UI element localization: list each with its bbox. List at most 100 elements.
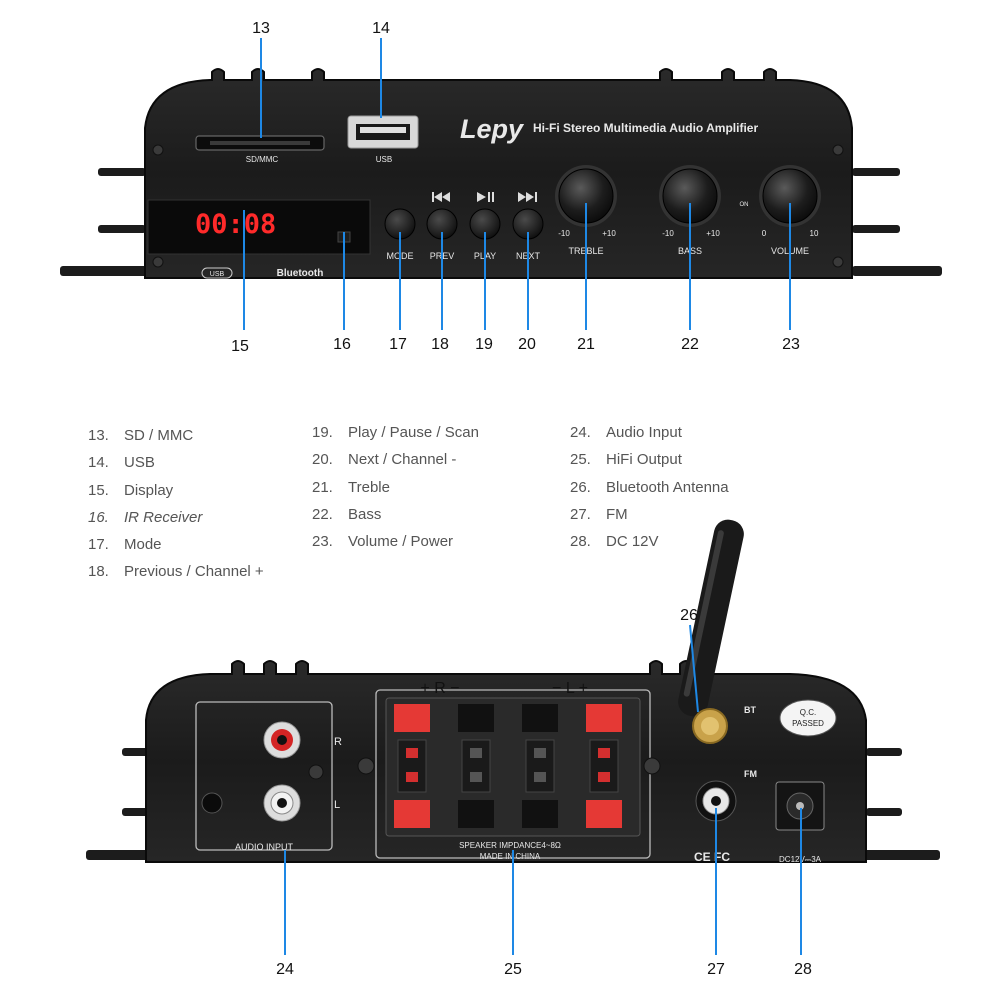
impedance-label: SPEAKER IMPDANCE4~8Ω	[459, 841, 561, 850]
antenna-highlight	[683, 530, 724, 697]
callout-26: 26	[680, 607, 698, 624]
legend-item: 28.DC 12V	[570, 528, 729, 555]
bt-label: BT	[744, 705, 756, 715]
legend-num: 21.	[312, 478, 333, 496]
legend-num: 18.	[88, 563, 109, 581]
back-panel: R L AUDIO INPUT + R − − L + SPEAKER IMPD…	[86, 519, 940, 864]
legend-item: 14. USB	[88, 449, 264, 476]
legend-text: Previous / Channel +	[124, 563, 264, 581]
usb-small-label: USB	[210, 271, 225, 278]
legend-text: IR Receiver	[124, 508, 203, 526]
usb-icon-outline	[201, 267, 233, 279]
legend-column-1: 13.SD / MMC 14.USB 15.Display 16.IR Rece…	[88, 422, 264, 586]
terminal-screw-right	[643, 757, 661, 775]
ce-fc-mark: CE FC	[694, 850, 730, 864]
speaker-terminal-block	[385, 697, 641, 837]
legend-text: Treble	[348, 478, 390, 496]
legend-text: HiFi Output	[606, 451, 682, 469]
legend-item: 26. Bluetooth Antenna	[570, 474, 729, 501]
speaker-clips	[394, 704, 622, 828]
legend-text: Bass	[348, 505, 382, 523]
terminal-r-polarity: + R −	[420, 680, 459, 697]
rca-l-center	[277, 798, 287, 808]
legend-text: SD / MMC	[124, 427, 194, 444]
callout-23: 23	[782, 336, 800, 353]
legend-num: 22.	[312, 505, 333, 523]
callout-14: 14	[372, 20, 390, 37]
legend-item: 19. Play / Pause / Scan	[312, 419, 479, 446]
audio-input-label: AUDIO INPUT	[235, 842, 294, 852]
back-side-fins	[86, 748, 940, 860]
qc-sticker	[779, 699, 837, 737]
audio-input-frame	[195, 701, 333, 851]
legend-num: 24.	[570, 424, 591, 441]
legend-item: 21. Treble	[312, 474, 479, 501]
next-icon	[518, 192, 537, 202]
legend-item: 24.Audio Input	[570, 419, 729, 446]
legend-text: DC 12V	[606, 533, 659, 551]
legend-num: 17.	[88, 536, 109, 554]
volume-on-label: ON	[740, 202, 749, 208]
usb-port-tongue	[360, 127, 406, 133]
fm-jack-center	[711, 796, 721, 806]
legend-item: 20.Next / Channel -	[312, 446, 479, 473]
callout-17: 17	[389, 336, 407, 353]
legend-num: 15.	[88, 481, 109, 499]
back-callout-numbers: 24 25 26 27 28	[276, 607, 812, 978]
legend-text: Play / Pause / Scan	[348, 424, 479, 441]
legend-num: 26.	[570, 478, 591, 496]
volume-min-label: 0	[762, 229, 767, 238]
legend-item: 25. HiFi Output	[570, 446, 729, 473]
prev-icon	[432, 192, 450, 202]
legend-num: 19.	[312, 424, 333, 441]
callout-21: 21	[577, 336, 595, 353]
play-pause-icon	[477, 192, 494, 202]
made-in-label: MADE IN CHINA	[480, 852, 541, 861]
legend-text: USB	[124, 454, 155, 472]
qc-passed-label: PASSED	[792, 719, 824, 728]
front-knobs: -10 +10 TREBLE -10 +10 BASS 0 10 VOLUME …	[555, 165, 821, 256]
bass-max-label: +10	[706, 229, 720, 238]
front-callout-lines	[243, 38, 791, 330]
volume-max-label: 10	[810, 229, 819, 238]
sd-label: SD/MMC	[246, 155, 279, 164]
callout-27: 27	[707, 961, 725, 978]
legend-num: 23.	[312, 533, 333, 551]
legend-column-2: 19. Play / Pause / Scan 20.Next / Channel…	[312, 419, 479, 555]
brand-subtitle: Hi-Fi Stereo Multimedia Audio Amplifier	[533, 121, 758, 135]
callout-28: 28	[794, 961, 812, 978]
callout-13: 13	[252, 20, 270, 37]
legend-item: 13.SD / MMC	[88, 422, 264, 449]
legend-column-3: 24.Audio Input 25. HiFi Output 26. Bluetoo…	[570, 419, 729, 555]
sd-slot-inner	[210, 141, 310, 145]
callout-19: 19	[475, 336, 493, 353]
legend-item: 27.FM	[570, 501, 729, 528]
brand-logo-text: Lepy	[460, 114, 525, 144]
legend-text: Display	[124, 481, 174, 499]
treble-max-label: +10	[602, 229, 616, 238]
legend-num: 14.	[88, 454, 109, 472]
callout-22: 22	[681, 336, 699, 353]
legend-text: Bluetooth Antenna	[606, 478, 729, 496]
legend-num: 20.	[312, 451, 333, 469]
rca-r-label: R	[334, 736, 342, 748]
front-panel: SD/MMC USB Lepy Hi-Fi Stereo Multimedia …	[60, 68, 942, 279]
legend-item: 17.Mode	[88, 531, 264, 558]
legend-item: 22. Bass	[312, 501, 479, 528]
legend-item: 18. Previous / Channel +	[88, 558, 264, 585]
front-side-fins	[60, 168, 942, 276]
rca-l-label: L	[334, 799, 340, 811]
transport-icons	[432, 192, 537, 202]
usb-label: USB	[376, 155, 392, 164]
legend-item: 15. Display	[88, 477, 264, 504]
callout-18: 18	[431, 336, 449, 353]
bluetooth-label: Bluetooth	[277, 268, 324, 279]
callout-16: 16	[333, 336, 351, 353]
treble-min-label: -10	[558, 229, 570, 238]
legend-num: 25.	[570, 451, 591, 469]
callout-20: 20	[518, 336, 536, 353]
front-screws	[152, 144, 844, 268]
aux-jack[interactable]	[201, 792, 223, 814]
